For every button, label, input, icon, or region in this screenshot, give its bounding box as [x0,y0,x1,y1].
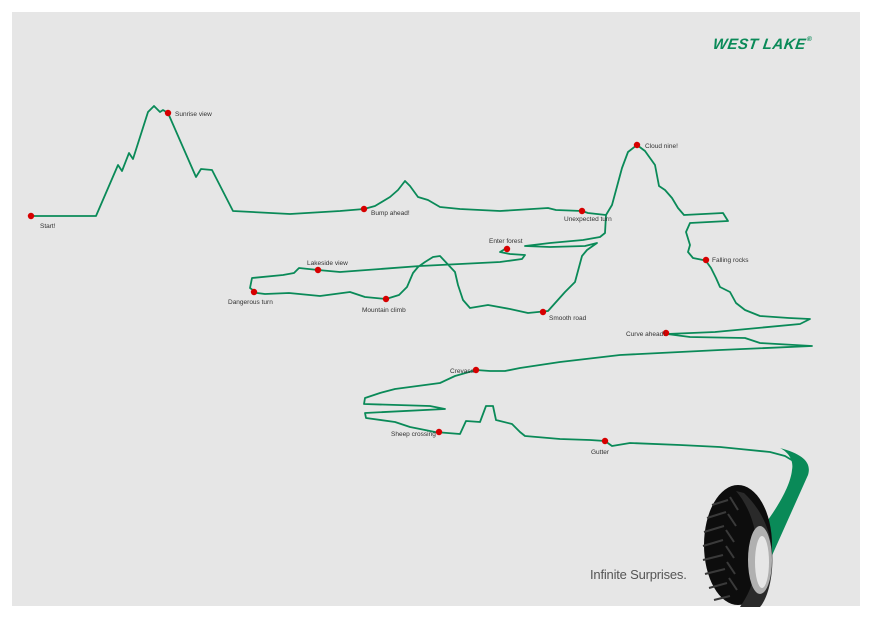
brand-logo-mark: ® [806,36,813,43]
waypoint-label-enter-forest: Enter forest [489,238,523,245]
waypoint-label-mountain-climb: Mountain climb [362,307,406,314]
waypoint-label-sheep-crossing: Sheep crossing [391,431,436,438]
waypoint-label-lakeside-view: Lakeside view [307,260,348,267]
waypoint-dot-mountain-climb [382,295,390,303]
tagline: Infinite Surprises. [590,567,687,582]
tire-icon [702,485,773,607]
waypoint-label-cloud-nine: Cloud nine! [645,143,678,150]
waypoint-label-sunrise-view: Sunrise view [175,111,212,118]
waypoint-dot-gutter [601,437,609,445]
waypoint-label-start: Start! [40,223,56,230]
waypoint-dot-lakeside-view [314,266,322,274]
road-route [30,105,813,463]
waypoint-dot-smooth-road [539,308,547,316]
waypoint-dot-start [27,212,35,220]
waypoint-dot-curve-ahead [662,329,670,337]
waypoint-dot-dangerous-turn [250,288,258,296]
brand-logo: WEST LAKE® [712,36,813,53]
waypoint-label-smooth-road: Smooth road [549,315,587,322]
waypoint-dot-sheep-crossing [435,428,443,436]
waypoint-label-curve-ahead: Curve ahead! [626,331,665,338]
waypoint-label-bump-ahead: Bump ahead! [371,210,410,217]
waypoint-dot-falling-rocks [702,256,710,264]
brand-logo-text: WEST LAKE [711,36,808,53]
waypoint-label-crevass: Crevass [450,368,475,375]
waypoint-dot-bump-ahead [360,205,368,213]
waypoint-label-gutter: Gutter [591,449,610,456]
waypoint-label-dangerous-turn: Dangerous turn [228,299,273,306]
waypoint-dot-unexpected-turn [578,207,586,215]
road-inner-loop [249,214,607,314]
waypoint-dot-sunrise-view [164,109,172,117]
waypoint-dot-crevass [472,366,480,374]
waypoint-label-falling-rocks: Falling rocks [712,257,749,264]
waypoint-label-unexpected-turn: Unexpected turn [564,216,612,223]
waypoint-dot-enter-forest [503,245,511,253]
waypoint-dot-cloud-nine [633,141,641,149]
